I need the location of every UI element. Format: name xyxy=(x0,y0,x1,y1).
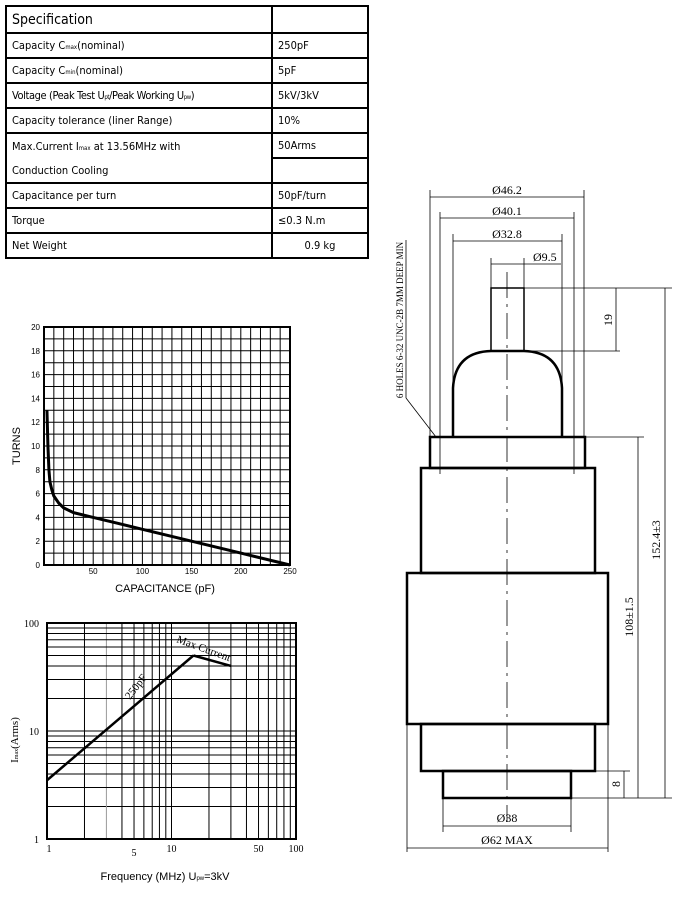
y-tick-label: 16 xyxy=(31,371,40,380)
turns-y-label: TURNS xyxy=(11,427,23,465)
x-tick-label: 50 xyxy=(89,567,98,576)
spec-value: 10% xyxy=(271,107,369,134)
spec-value: 5kV/3kV xyxy=(271,82,369,109)
dim-108: 108±1.5 xyxy=(622,597,636,637)
y-tick-label: 12 xyxy=(31,418,40,427)
y-tick-label: 10 xyxy=(29,727,39,738)
spec-label: Voltage (Peak Test Upt/Peak Working Upw) xyxy=(5,82,273,109)
x-tick-label: 150 xyxy=(185,567,199,576)
spec-value: 250pF xyxy=(271,32,369,59)
spec-value: 50pF/turn xyxy=(271,182,369,209)
dim-d32: Ø32.8 xyxy=(492,227,522,241)
plot-frame xyxy=(46,622,297,840)
dim-d9: Ø9.5 xyxy=(533,250,557,264)
x-tick-label: 50 xyxy=(254,844,264,855)
y-tick-label: 10 xyxy=(31,442,40,451)
y-tick-label: 14 xyxy=(31,394,40,403)
current-y-label: Imax(Arms) xyxy=(9,717,21,763)
specification-table: Specification Capacity Cmax(nominal)250p… xyxy=(5,5,369,259)
current-vs-frequency-chart: 1 10 100 1 5 10 50 100 xyxy=(24,619,304,859)
holes-note: 6 HOLES 6-32 UNC-2B 7MM DEEP MIN xyxy=(395,241,405,398)
spec-label: Capacity Cmax(nominal) xyxy=(5,32,273,59)
spec-value: ≤0.3 N.m xyxy=(271,207,369,234)
y-tick-label: 2 xyxy=(36,537,41,546)
spec-value: 5pF xyxy=(271,57,369,84)
series-line-max-current xyxy=(193,654,232,668)
dim-d40: Ø40.1 xyxy=(492,204,522,218)
y-tick-label: 6 xyxy=(36,490,41,499)
spec-value xyxy=(271,157,369,184)
spec-label: Capacity tolerance (liner Range) xyxy=(5,107,273,134)
x-tick-label: 1 xyxy=(47,844,52,855)
spec-label: Capacitance per turn xyxy=(5,182,273,209)
spec-value: 0.9 kg xyxy=(271,232,369,259)
x-tick-label: 10 xyxy=(167,844,177,855)
y-tick-label: 100 xyxy=(24,619,39,630)
dim-d62: Ø62 MAX xyxy=(481,833,533,847)
spec-label: Conduction Cooling xyxy=(5,158,273,184)
dim-d38: Ø38 xyxy=(497,811,518,825)
dim-19: 19 xyxy=(601,314,615,326)
spec-label: Net Weight xyxy=(5,232,273,259)
spec-value: 50Arms xyxy=(271,132,369,159)
x-tick-label: 200 xyxy=(234,567,248,576)
y-tick-label: 8 xyxy=(36,466,41,475)
x-tick-label: 250 xyxy=(283,567,297,576)
capacitance-x-label: CAPACITANCE (pF) xyxy=(115,583,215,595)
turns-curve xyxy=(45,410,291,567)
y-tick-label: 4 xyxy=(36,513,41,522)
dim-152: 152.4±3 xyxy=(649,520,663,560)
dim-8: 8 xyxy=(609,781,623,787)
x-tick-label: 100 xyxy=(289,844,304,855)
y-tick-label: 1 xyxy=(34,835,39,846)
plot-frame xyxy=(43,326,291,566)
x-tick-label: 100 xyxy=(136,567,150,576)
series-line-250pf xyxy=(46,654,195,782)
frequency-x-label: Frequency (MHz) Upw=3kV xyxy=(100,871,230,883)
y-tick-label: 0 xyxy=(36,561,41,570)
y-tick-label: 18 xyxy=(31,347,40,356)
spec-title: Specification xyxy=(5,5,273,34)
dim-d46: Ø46.2 xyxy=(492,183,522,197)
turns-vs-capacitance-chart: 0 2 4 6 8 10 12 14 16 18 20 50 100 150 200 250 xyxy=(31,323,297,576)
y-tick-label: 20 xyxy=(31,323,40,332)
spec-label: Max.Current Imax at 13.56MHz with xyxy=(5,132,273,158)
spec-label: Torque xyxy=(5,207,273,234)
spec-label: Capacity Cmin(nominal) xyxy=(5,57,273,84)
x-tick-label: 5 xyxy=(132,848,137,859)
